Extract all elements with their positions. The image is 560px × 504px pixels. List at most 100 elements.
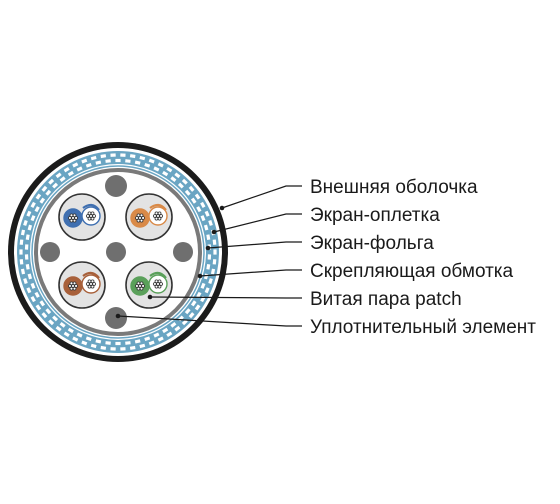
- braid-strand: [134, 339, 141, 344]
- conductor-strand: [90, 279, 95, 284]
- braid-strand: [23, 278, 28, 284]
- conductor-strand: [159, 282, 163, 286]
- braid-strand: [129, 154, 136, 159]
- conductor-strand: [87, 211, 92, 216]
- braid-strand: [25, 234, 30, 241]
- conductor-strand: [90, 216, 95, 221]
- conductor-strand: [136, 281, 141, 286]
- conductor-strand: [68, 216, 72, 220]
- braid-strand: [194, 193, 201, 200]
- conductor-strand: [90, 284, 95, 289]
- braid-strand: [67, 327, 74, 334]
- braid-strand: [188, 185, 195, 192]
- conductor-strand: [157, 284, 162, 289]
- braid-strand: [39, 300, 46, 307]
- braid-strand: [76, 166, 83, 172]
- braid-strand: [206, 263, 211, 270]
- braid-strand: [63, 331, 70, 338]
- braid-strand: [157, 336, 164, 342]
- leader-dot: [197, 273, 203, 279]
- braid-strand: [95, 339, 102, 344]
- conductor-strand: [154, 216, 159, 221]
- braid-strand: [45, 189, 52, 196]
- leader-twisted-pair: [149, 296, 302, 299]
- braid-strand: [166, 331, 173, 338]
- conductor-strand: [72, 218, 77, 223]
- braid-strand: [212, 239, 217, 245]
- braid-strand: [105, 341, 111, 345]
- braid-strand: [59, 321, 66, 328]
- leader-braid-shield: [213, 213, 302, 233]
- braid-strand: [26, 210, 32, 217]
- conductor-strand: [139, 281, 144, 286]
- braid-strand: [72, 162, 79, 168]
- braid-strand: [170, 321, 177, 328]
- conductor-strand: [86, 214, 90, 218]
- braid-strand: [190, 197, 197, 204]
- braid-strand: [34, 291, 40, 298]
- braid-strand: [26, 287, 32, 294]
- conductor-strand: [69, 281, 74, 286]
- braid-strand: [27, 273, 33, 280]
- braid-strand: [24, 244, 29, 250]
- filler-top: [105, 175, 127, 197]
- leader-dots: [115, 205, 225, 319]
- braid-strand: [204, 210, 210, 217]
- conductor-strand: [72, 213, 77, 218]
- label-twisted-pair: Витая пара patch: [310, 289, 462, 310]
- braid-strand: [67, 170, 74, 177]
- pair-green: [125, 261, 173, 309]
- braid-strands: [19, 153, 217, 351]
- conductor-strand: [157, 279, 162, 284]
- conductor-strand: [153, 214, 157, 218]
- braid-strand: [90, 155, 97, 161]
- braid-strand: [153, 166, 160, 172]
- braid-strand: [76, 332, 83, 338]
- braid-strand: [115, 341, 121, 346]
- conductor-strand: [153, 282, 157, 286]
- conductor-strand: [87, 284, 92, 289]
- braid-strand: [35, 193, 42, 200]
- braid-strand: [30, 296, 36, 303]
- braid-strand: [19, 259, 24, 265]
- conductor-strand: [157, 216, 162, 221]
- conductor-strand: [141, 284, 145, 288]
- braid-strand: [196, 291, 202, 298]
- braid-strand: [181, 178, 188, 185]
- braid-strand: [110, 153, 116, 157]
- conductor-strand: [154, 211, 159, 216]
- conductor-strand: [87, 216, 92, 221]
- conductor-strand: [74, 284, 78, 288]
- twisted-pairs: [58, 193, 173, 309]
- braid-strand: [48, 178, 55, 185]
- braid-strand: [184, 189, 191, 196]
- stripe-mark: [82, 271, 100, 279]
- leader-foil-shield: [207, 241, 302, 249]
- conductor-strand: [159, 214, 163, 218]
- conductor-strand: [139, 218, 144, 223]
- braid-strand: [20, 229, 26, 236]
- conductor-strand: [69, 213, 74, 218]
- braid-strand: [144, 162, 151, 168]
- braid-strand: [212, 259, 217, 265]
- braid-strand: [208, 278, 213, 284]
- cable-body: [8, 142, 228, 362]
- foil-line: [31, 165, 205, 339]
- braid-strand: [81, 340, 88, 346]
- conductor-strand: [135, 216, 139, 220]
- braid-strand: [95, 160, 102, 165]
- braid-strand: [30, 201, 36, 208]
- braid-strand: [85, 162, 92, 168]
- braid-strand: [174, 172, 181, 179]
- stripe-mark: [149, 203, 167, 211]
- label-outer-jacket: Внешняя оболочка: [310, 177, 478, 198]
- conductor-strand: [68, 284, 72, 288]
- braid-strand: [34, 206, 40, 213]
- braid-strand: [63, 166, 70, 173]
- braid-strand: [200, 282, 206, 289]
- braid-strand: [208, 220, 213, 226]
- braid-strand: [166, 166, 173, 173]
- braid-strand: [129, 345, 136, 350]
- label-binder-wrap: Скрепляющая обмотка: [310, 261, 514, 282]
- braid-strand: [85, 336, 92, 342]
